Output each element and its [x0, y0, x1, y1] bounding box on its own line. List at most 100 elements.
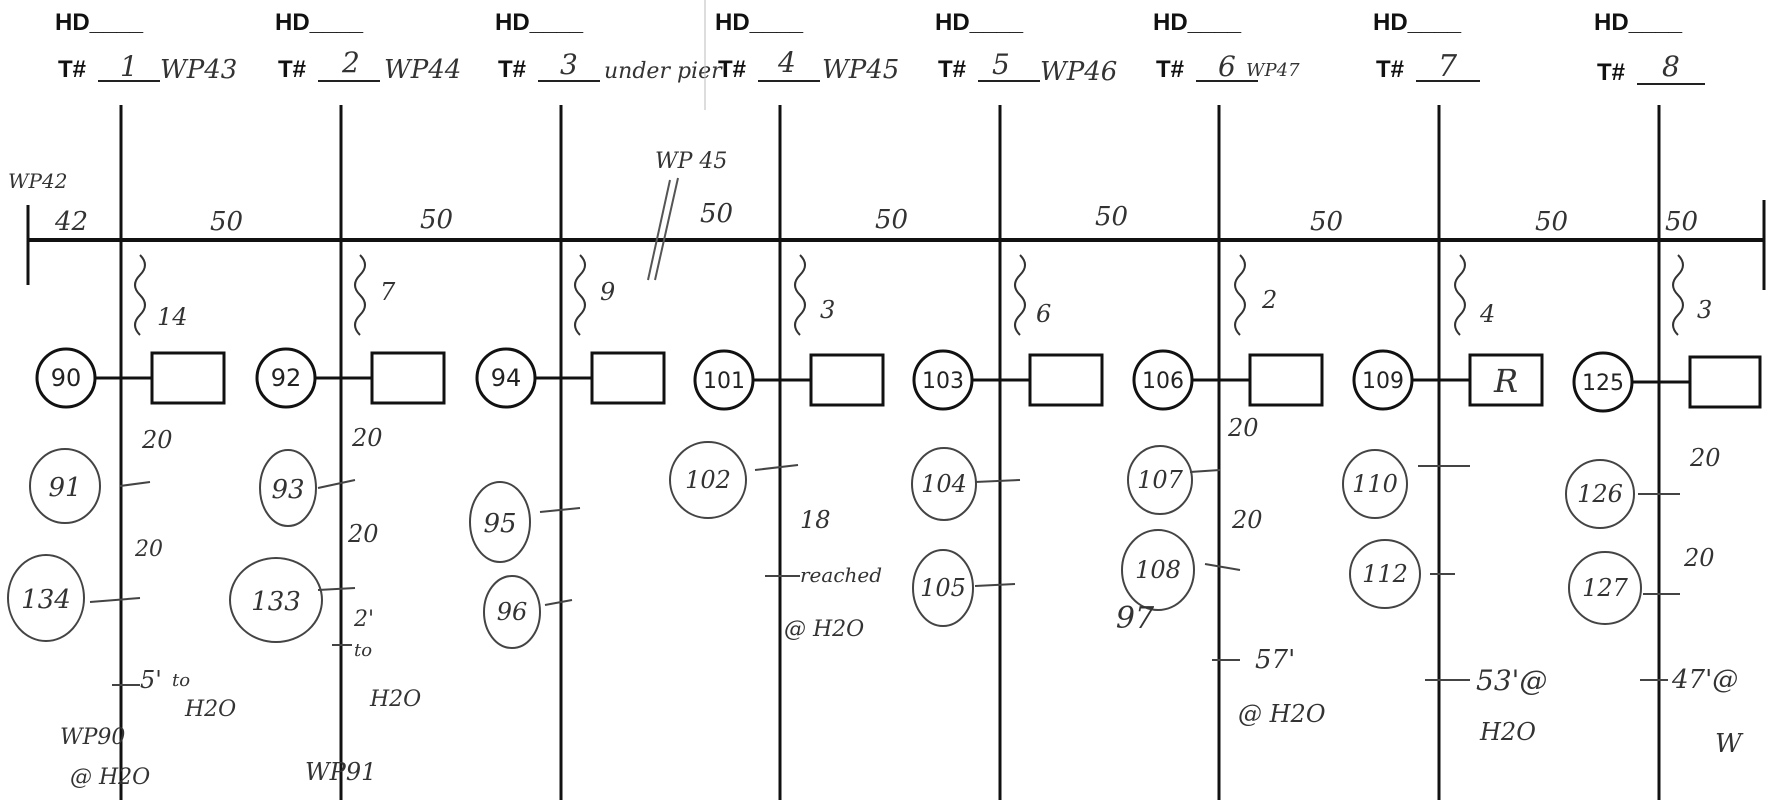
sample-id: 126 [1577, 480, 1623, 508]
sample-id: 95 [483, 509, 516, 539]
station-8: 3 125 [1572, 254, 1762, 413]
note: 20 [141, 426, 173, 454]
note: to [172, 670, 190, 691]
transect-prefix: T# [938, 56, 966, 83]
hd-label: HD____ [275, 9, 364, 36]
baseline: WP42 42 WP 45 50 50 50 50 50 50 50 50 [8, 149, 1766, 290]
sample-id: 104 [921, 470, 967, 498]
sample-id: 91 [48, 473, 81, 503]
sample-id: 108 [1135, 556, 1181, 584]
note: 20 [1227, 414, 1259, 442]
segment-distance: 50 [875, 205, 908, 235]
sample-id: 107 [1137, 466, 1184, 494]
sample-id: 93 [271, 475, 304, 505]
column-header-8: HD____ T# 8 [1594, 9, 1705, 86]
brace-count: 4 [1479, 300, 1495, 328]
brace-count: 2 [1261, 286, 1277, 314]
station-id: 125 [1582, 371, 1624, 396]
station-box [809, 353, 885, 407]
station-1: 14 90 [35, 254, 226, 409]
segment-distance: 50 [1665, 207, 1698, 237]
transect-number: 1 [120, 50, 138, 83]
brace-count: 14 [157, 303, 188, 331]
note: 18 [800, 506, 831, 534]
sample-id: 110 [1352, 470, 1398, 498]
transect-number: 7 [1438, 49, 1458, 84]
transect-number: 4 [777, 46, 796, 79]
column-header-1: HD____ T# 1 WP43 [55, 9, 237, 85]
sample-id: 102 [685, 466, 731, 494]
hd-label: HD____ [1153, 9, 1242, 36]
note: 20 [1231, 506, 1263, 534]
station-4: 3 101 [693, 254, 885, 411]
sample-labels: 91 134 93 133 95 96 102 104 105 107 108 … [21, 466, 1628, 636]
note: 5' [140, 666, 162, 694]
hd-label: HD____ [55, 9, 144, 36]
column-header-7: HD____ T# 7 [1373, 9, 1480, 84]
transect-note: under pier [604, 59, 723, 84]
transect-note: WP44 [384, 55, 461, 85]
sample-id: 134 [21, 585, 71, 615]
segment-distance: 50 [1310, 207, 1343, 237]
column-header-6: HD____ T# 6 WP47 [1153, 9, 1300, 83]
station-id: 92 [271, 364, 302, 392]
segment-distance: 50 [1535, 207, 1568, 237]
transect-prefix: T# [718, 56, 746, 83]
note: 20 [1689, 444, 1721, 472]
baseline-annotation: WP 45 [655, 149, 727, 174]
station-box [370, 351, 446, 405]
column-header-4: HD____ T# 4 WP45 [715, 9, 899, 85]
transect-note: WP46 [1040, 57, 1117, 87]
note: 20 [134, 537, 163, 562]
transect-prefix: T# [1597, 59, 1625, 86]
brace-count: 3 [1697, 296, 1712, 324]
segment-distance: 50 [1095, 202, 1128, 232]
transect-prefix: T# [278, 56, 306, 83]
station-box [1468, 353, 1544, 407]
sample-id: 96 [497, 598, 528, 626]
sample-id: 133 [251, 587, 301, 617]
segment-distance: 50 [420, 205, 453, 235]
transect-number: 5 [992, 48, 1010, 81]
note: WP91 [305, 758, 376, 786]
hd-label: HD____ [1373, 9, 1462, 36]
note: 20 [347, 520, 379, 548]
brace-count: 9 [600, 278, 615, 306]
station-id: 90 [51, 364, 82, 392]
transect-number: 2 [341, 46, 360, 79]
segment-distance: 50 [210, 207, 243, 237]
column-header-2: HD____ T# 2 WP44 [275, 9, 461, 85]
transect-number: 3 [560, 48, 578, 81]
station-id: 103 [922, 369, 964, 394]
note: WP90 [60, 725, 125, 750]
sample-id: 105 [920, 574, 966, 602]
note: reached [800, 563, 882, 587]
baseline-start-distance: 42 [54, 207, 88, 237]
transect-prefix: T# [58, 56, 86, 83]
station-id: 94 [491, 364, 522, 392]
hd-label: HD____ [495, 9, 584, 36]
note: @ H2O [70, 765, 150, 790]
note: @ H2O [784, 617, 864, 642]
stations: 14 90 7 92 9 94 3 101 [35, 254, 1762, 413]
hd-label: HD____ [935, 9, 1024, 36]
station-3: 9 94 [475, 254, 666, 409]
station-2: 7 92 [255, 254, 446, 409]
sample-circles [7, 441, 1680, 649]
note: 53'@ [1476, 664, 1547, 697]
brace-count: 3 [820, 296, 835, 324]
station-box-label: R [1493, 362, 1518, 400]
station-box [590, 351, 666, 405]
column-header-3: HD____ T# 3 under pier [495, 9, 723, 84]
note: 47'@ [1671, 665, 1738, 695]
station-box [1028, 353, 1104, 407]
station-id: 109 [1362, 369, 1404, 394]
sample-id: 127 [1582, 574, 1629, 602]
note: 20 [1683, 544, 1715, 572]
column-headers: HD____ T# 1 WP43 HD____ T# 2 WP44 HD____… [55, 9, 1705, 87]
note: W [1715, 729, 1744, 759]
note: @ H2O [1238, 700, 1326, 728]
note: H2O [184, 697, 236, 722]
note: 2' [353, 607, 374, 632]
